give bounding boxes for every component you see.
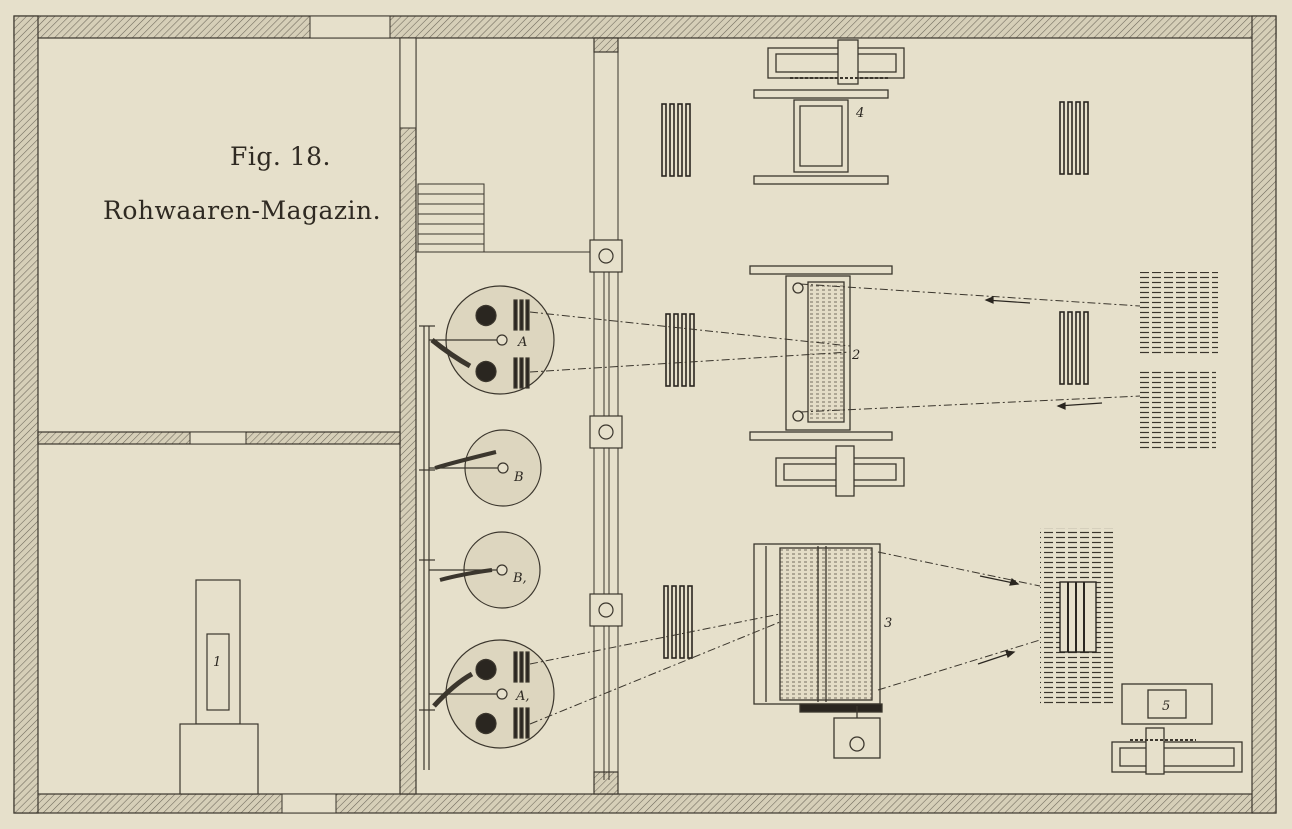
vat-lower-right: [1040, 528, 1116, 706]
interior-door: [189, 37, 417, 445]
belt-lines: [529, 283, 1141, 725]
machine-2: [749, 265, 905, 497]
rack-left-mid: [665, 313, 695, 387]
machine-1-label: 1: [213, 655, 221, 670]
door-openings: [281, 15, 391, 814]
machine-4: [753, 39, 905, 185]
drum-a: [429, 285, 555, 395]
belt-arrows: [977, 296, 1103, 665]
vat-upper-right: [1138, 272, 1218, 450]
room-title: Rohwaaren-Magazin.: [103, 196, 381, 225]
figure-number: Fig. 18.: [230, 142, 331, 171]
machine-3-label: 3: [884, 616, 892, 631]
rack-stacks: [661, 101, 1089, 659]
machine-5-label: 5: [1162, 699, 1170, 714]
rack-left-low: [663, 585, 693, 659]
rack-left-top: [661, 103, 691, 177]
machine-2-label: 2: [851, 348, 860, 363]
drum-b: [429, 429, 542, 507]
vertical-drive-shaft: [419, 325, 435, 770]
machine-4-label: 4: [855, 106, 864, 121]
machine-1-press: [179, 579, 259, 795]
shaft-bearings: [589, 239, 623, 627]
rack-right-mid: [1059, 311, 1089, 385]
drum-a-label: A: [517, 335, 527, 350]
rack-right-top: [1059, 101, 1089, 175]
drum-a1-label: A,: [515, 689, 530, 704]
staircase: [416, 183, 594, 253]
drum-b1-label: B,: [512, 571, 527, 586]
drum-b1: [429, 531, 541, 609]
drum-b-label: B: [513, 470, 524, 485]
machine-5: [1111, 683, 1243, 775]
column-grid-lines: [593, 52, 619, 780]
machine-3: [753, 543, 883, 759]
drum-a1: [429, 639, 555, 749]
